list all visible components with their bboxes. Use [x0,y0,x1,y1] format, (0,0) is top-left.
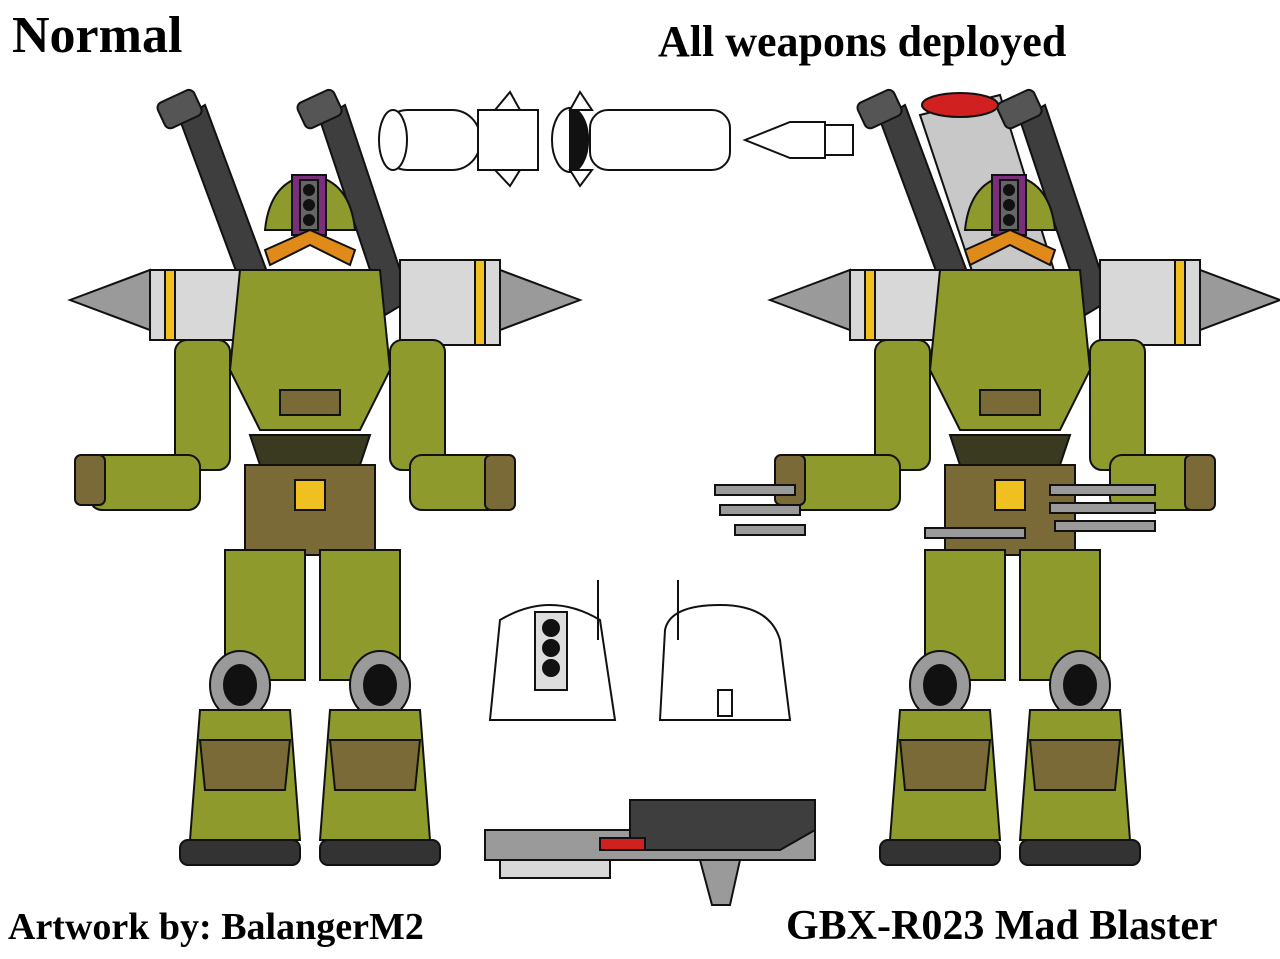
head-side-view [658,580,792,721]
mecha-deployed-figure [714,86,1280,866]
head-front-view [488,580,617,721]
title-normal: Normal [12,7,183,64]
missile-exploded-view [378,90,854,188]
mecha-normal-figure [69,86,581,866]
artist-credit: Artwork by: BalangerM2 [8,906,424,948]
title-weapons-deployed: All weapons deployed [658,17,1067,66]
rifle-weapon [484,799,816,906]
model-designation: GBX-R023 Mad Blaster [786,903,1218,949]
